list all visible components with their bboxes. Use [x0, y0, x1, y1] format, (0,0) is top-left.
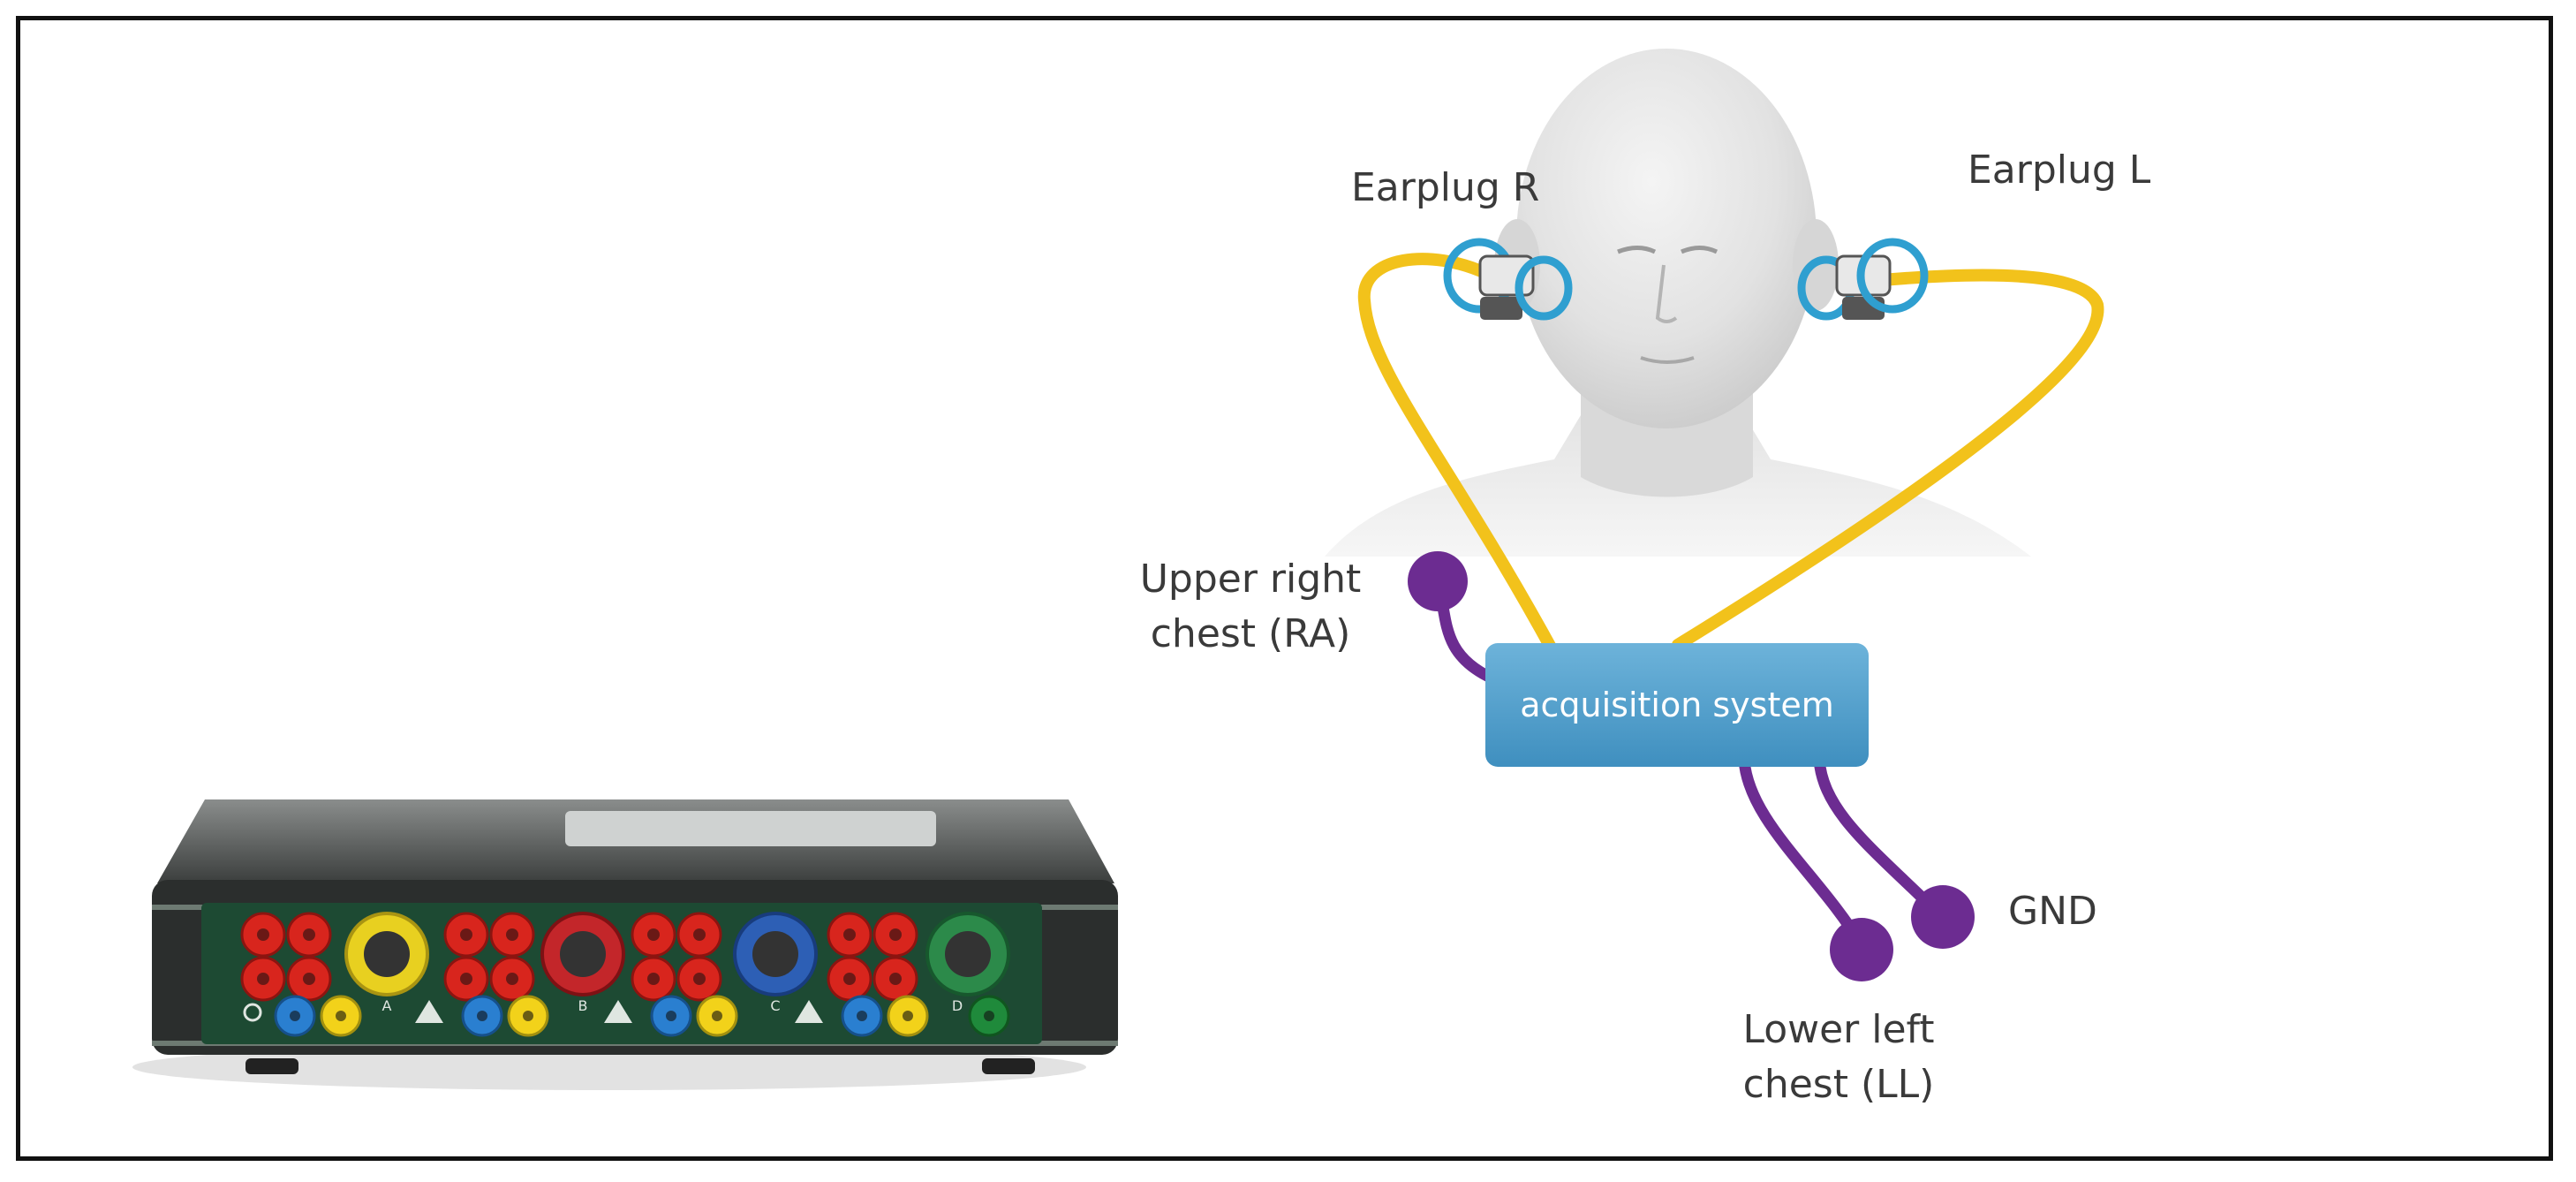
electrode-gnd-icon — [1911, 885, 1975, 949]
gnd-label: GND — [2008, 889, 2097, 934]
lower-left-chest-label-line2: chest (LL) — [1742, 1062, 1935, 1107]
earplug-left-icon — [1797, 238, 1929, 321]
lower-left-chest-label-line1: Lower left — [1742, 1007, 1935, 1052]
channel-a-label: A — [382, 997, 392, 1014]
earplug-cable-left — [1672, 269, 2104, 651]
earplug-right-icon — [1443, 238, 1573, 321]
acquisition-system-box — [1485, 643, 1869, 767]
channel-b-label: B — [578, 997, 588, 1014]
upper-right-chest-label-line1: Upper right — [1139, 557, 1362, 602]
electrode-ll-icon — [1830, 918, 1893, 981]
electrode-cable-ll — [1738, 754, 1868, 951]
earplug-r-label: Earplug R — [1351, 165, 1540, 210]
electrode-cable-gnd — [1813, 754, 1945, 921]
earplug-l-label: Earplug L — [1968, 148, 2151, 193]
channel-c-label: C — [770, 997, 780, 1014]
electrode-ra-icon — [1408, 551, 1468, 611]
channel-d-label: D — [952, 997, 963, 1014]
acquisition-hardware-icon: A B C D — [132, 799, 1118, 1090]
upper-right-chest-label-line2: chest (RA) — [1150, 611, 1351, 656]
earplug-cable-right — [1357, 253, 1560, 660]
